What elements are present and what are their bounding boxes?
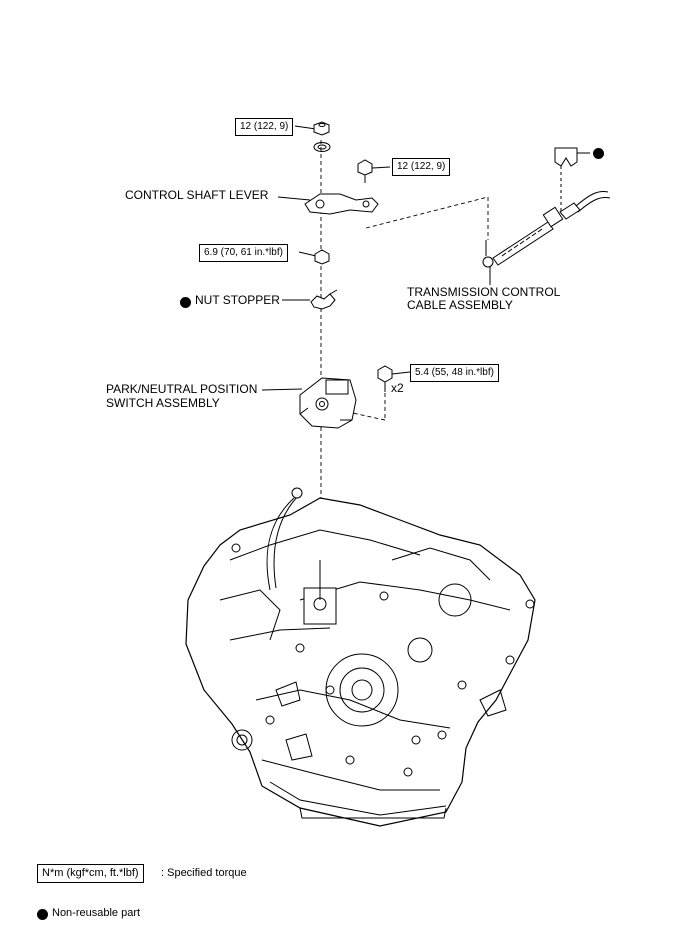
torque-box-cable-nut: 12 (122, 9) [392, 158, 451, 176]
torque-box-lever-nut: 6.9 (70, 61 in.*lbf) [199, 244, 288, 262]
legend-nonreusable-marker [37, 909, 48, 920]
transaxle-assembly [185, 487, 536, 827]
label-park-neutral-switch-line2: SWITCH ASSEMBLY [106, 396, 220, 410]
transmission-control-cable [482, 191, 611, 268]
label-nut-stopper: NUT STOPPER [195, 293, 280, 307]
nut-stopper [310, 289, 338, 310]
nonreusable-marker-cable-clip [593, 148, 604, 159]
leader-lines [261, 125, 590, 391]
label-transmission-control-cable-line2: CABLE ASSEMBLY [407, 298, 513, 312]
label-park-neutral-switch-line1: PARK/NEUTRAL POSITION [106, 382, 258, 396]
legend-torque-desc: : Specified torque [161, 867, 247, 879]
label-transmission-control-cable-line1: TRANSMISSION CONTROL [407, 285, 561, 299]
label-control-shaft-lever: CONTROL SHAFT LEVER [125, 188, 269, 202]
cable-clip [554, 147, 578, 212]
washer [313, 142, 331, 152]
cable-nut [357, 159, 373, 183]
legend-torque-unit-box: N*m (kgf*cm, ft.*lbf) [37, 864, 144, 883]
legend-nonreusable-desc: Non-reusable part [52, 907, 141, 919]
torque-box-top-nut: 12 (122, 9) [235, 118, 294, 136]
label-qty-x2: x2 [391, 381, 404, 395]
switch-bolt [377, 365, 393, 392]
top-nut [313, 121, 330, 136]
control-shaft-lever [304, 193, 379, 215]
nonreusable-marker-nut-stopper [180, 297, 191, 308]
torque-box-switch-bolt: 5.4 (55, 48 in.*lbf) [410, 364, 499, 382]
lever-nut [314, 249, 330, 265]
park-neutral-switch [299, 377, 357, 429]
